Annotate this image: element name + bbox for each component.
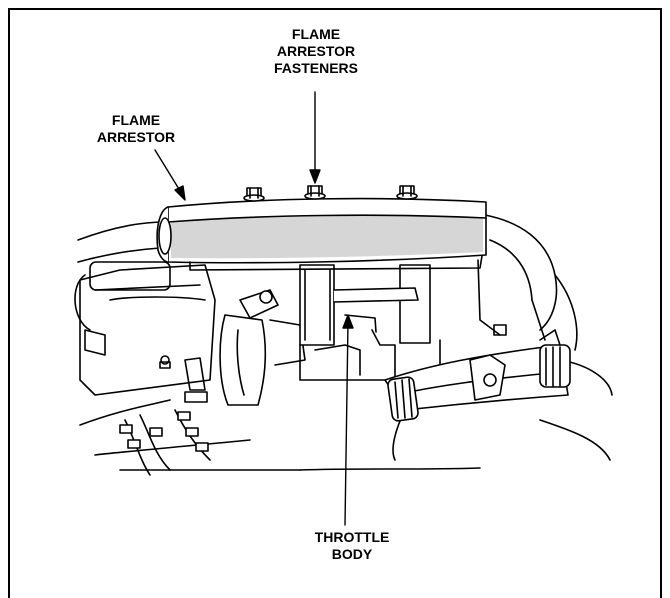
label-flame-arrestor-fasteners: FLAME ARRESTOR FASTENERS xyxy=(264,26,368,77)
label-line: FLAME xyxy=(111,112,161,128)
label-flame-arrestor: FLAME ARRESTOR xyxy=(86,112,186,146)
ignition-assembly xyxy=(74,261,216,403)
label-line: FLAME xyxy=(291,26,341,42)
flame-arrestor xyxy=(156,197,487,271)
fastener-center xyxy=(304,185,326,200)
label-line: ARRESTOR xyxy=(96,129,176,145)
figure-frame xyxy=(8,8,662,598)
arrestor-fasteners xyxy=(243,185,418,202)
callout-leaders xyxy=(154,91,354,526)
leader-arrestor xyxy=(154,149,183,195)
label-throttle-body: THROTTLE BODY xyxy=(308,529,396,563)
wiring-harness xyxy=(119,409,211,476)
label-line: THROTTLE xyxy=(314,529,390,545)
label-line: ARRESTOR xyxy=(276,43,356,59)
fastener-right xyxy=(396,185,418,200)
label-line: FASTENERS xyxy=(273,60,358,76)
arrow-fasteners xyxy=(309,169,321,184)
engine-background-contours xyxy=(77,214,613,471)
arrow-arrestor xyxy=(174,185,186,201)
leader-throttle xyxy=(344,321,349,526)
throttle-body-column xyxy=(299,264,441,381)
coolant-hose xyxy=(384,324,571,461)
arrow-throttle xyxy=(342,314,354,329)
fastener-left xyxy=(243,187,265,202)
throttle-bracket xyxy=(219,289,306,406)
label-line: BODY xyxy=(331,546,373,562)
